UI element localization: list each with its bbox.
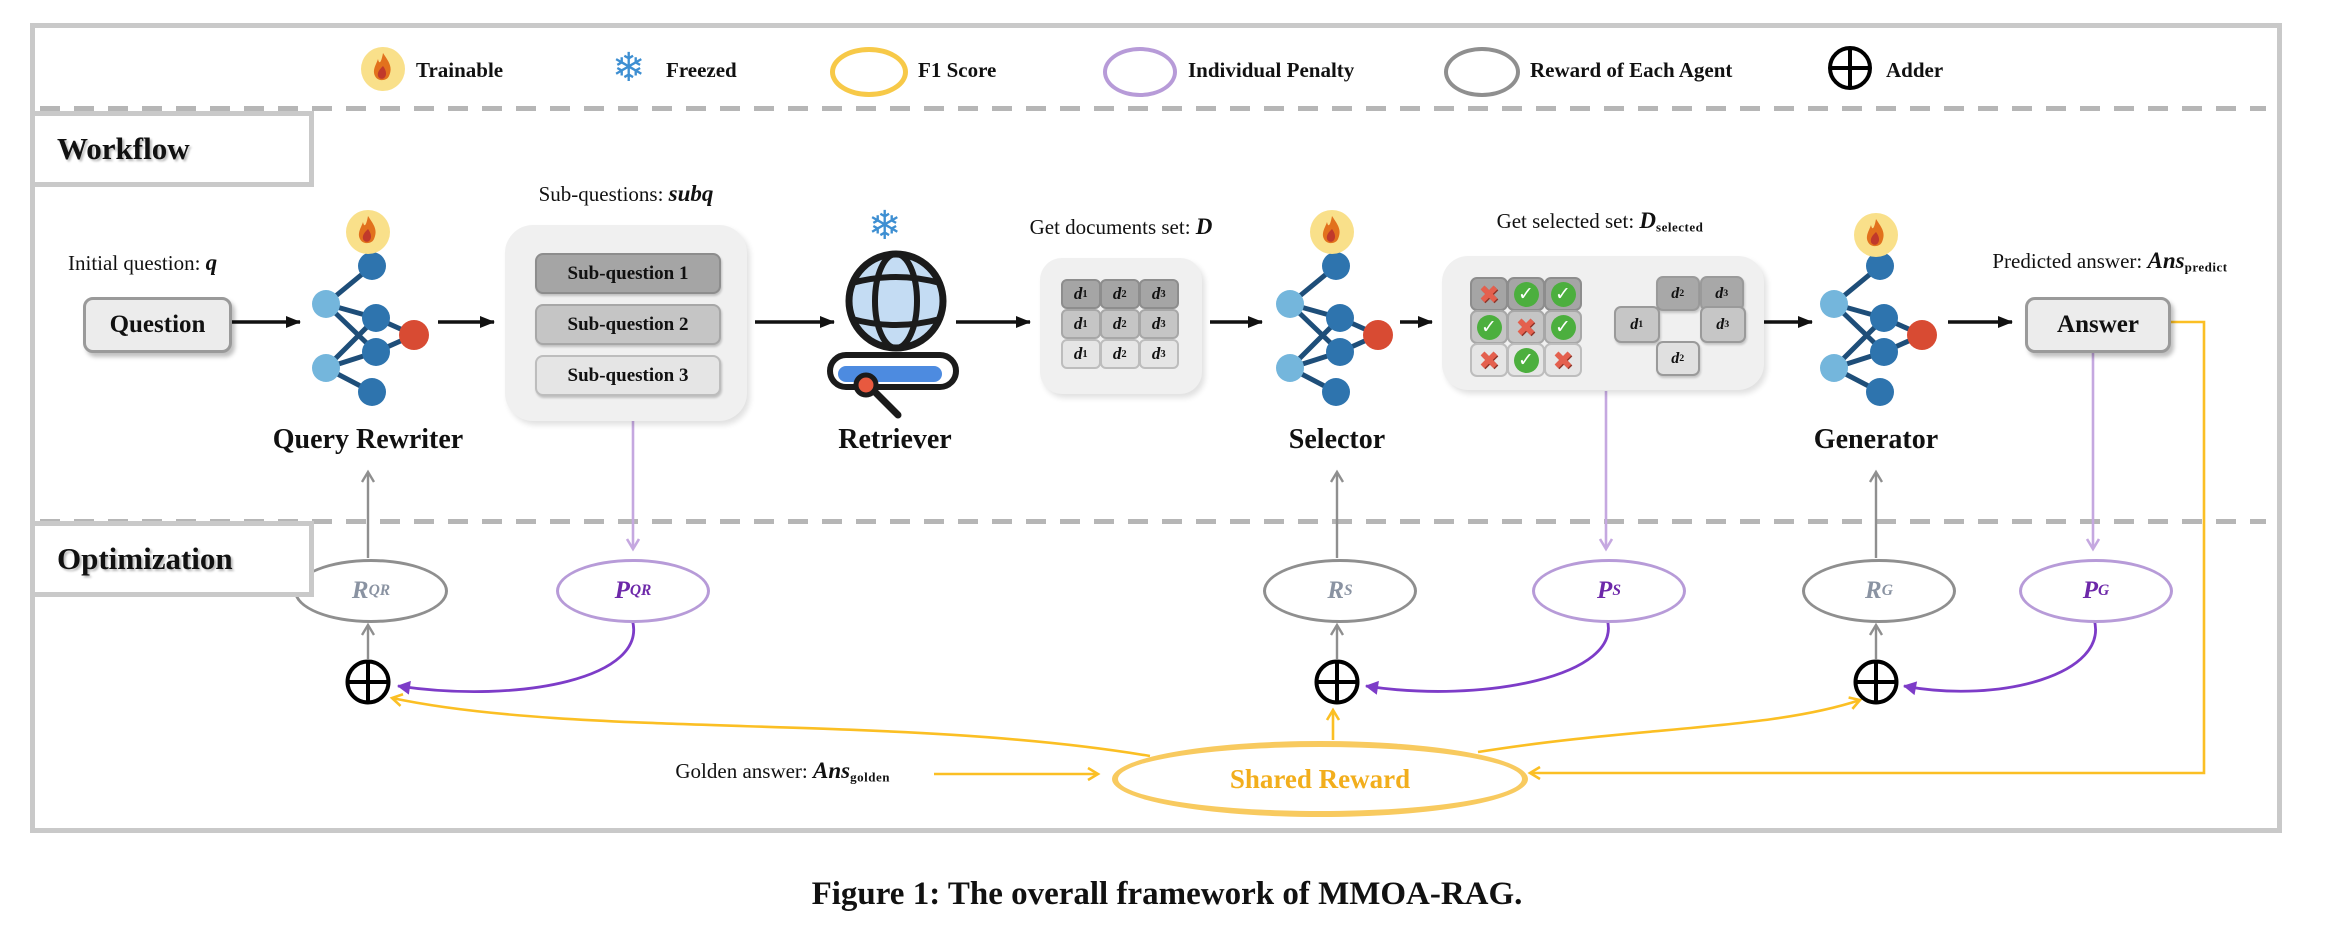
- reward-ellipse-icon: [1444, 47, 1520, 97]
- documents-set-label: Get documents set: D: [1029, 214, 1213, 239]
- workflow-section-label: Workflow: [30, 111, 314, 187]
- selection-cell: [1470, 277, 1508, 311]
- flame-icon: [361, 47, 405, 91]
- selection-cell: [1507, 277, 1545, 311]
- query-rewriter-label: Query Rewriter: [272, 424, 464, 455]
- shared-reward-ellipse: Shared Reward: [1112, 741, 1528, 817]
- selection-cell: [1544, 310, 1582, 344]
- golden-answer-label: Golden answer: Ansgolden: [675, 758, 890, 785]
- selected-set-label: Get selected set: Dselected: [1496, 208, 1704, 235]
- snowflake-icon: ❄: [612, 45, 646, 91]
- selection-cell: [1470, 343, 1508, 377]
- selector-label: Selector: [1288, 424, 1386, 455]
- retriever-label: Retriever: [838, 424, 952, 455]
- legend-label-f1-score: F1 Score: [918, 58, 997, 82]
- legend-label-freezed: Freezed: [666, 58, 737, 82]
- trainable-flame-icon-selector: [1310, 210, 1354, 254]
- trainable-flame-icon-query-rewriter: [346, 210, 390, 254]
- legend-label-trainable: Trainable: [416, 58, 504, 82]
- selection-cell: [1470, 310, 1508, 344]
- subquestion-row-1: Sub-question 1: [535, 253, 721, 294]
- selection-cell: [1507, 310, 1545, 344]
- answer-box: Answer: [2025, 297, 2171, 353]
- optimization-section-label: Optimization: [30, 521, 314, 597]
- subquestion-row-2: Sub-question 2: [535, 304, 721, 345]
- subquestions-label: Sub-questions: subq: [538, 181, 714, 206]
- adder-icon: [1828, 46, 1872, 90]
- predicted-answer-label: Predicted answer: Anspredict: [1992, 248, 2228, 275]
- legend-label-reward-of-each-agent: Reward of Each Agent: [1530, 58, 1733, 82]
- query-rewriter-network-icon: [312, 252, 429, 406]
- penalty-ellipse-icon: [1103, 47, 1177, 97]
- f1-ellipse-icon: [830, 47, 908, 97]
- retriever-icon: [827, 250, 959, 419]
- divider-workflow-optimization: [40, 519, 2266, 524]
- question-box: Question: [83, 297, 232, 353]
- legend-label-adder: Adder: [1886, 58, 1944, 82]
- generator-network-icon: [1820, 252, 1937, 406]
- figure-caption: Figure 1: The overall framework of MMOA-…: [811, 876, 1523, 912]
- selection-cell: [1544, 343, 1582, 377]
- trainable-flame-icon-generator: [1854, 213, 1898, 257]
- subquestion-row-3: Sub-question 3: [535, 355, 721, 396]
- initial-question-label: Initial question: q: [68, 250, 218, 275]
- selection-cell: [1507, 343, 1545, 377]
- divider-legend-workflow: [40, 106, 2266, 111]
- selector-network-icon: [1276, 252, 1393, 406]
- selection-cell: [1544, 277, 1582, 311]
- outer-frame: [30, 23, 2282, 833]
- freezed-snowflake-icon-retriever: ❄: [868, 203, 902, 249]
- legend-label-individual-penalty: Individual Penalty: [1188, 58, 1355, 82]
- generator-label: Generator: [1813, 424, 1939, 455]
